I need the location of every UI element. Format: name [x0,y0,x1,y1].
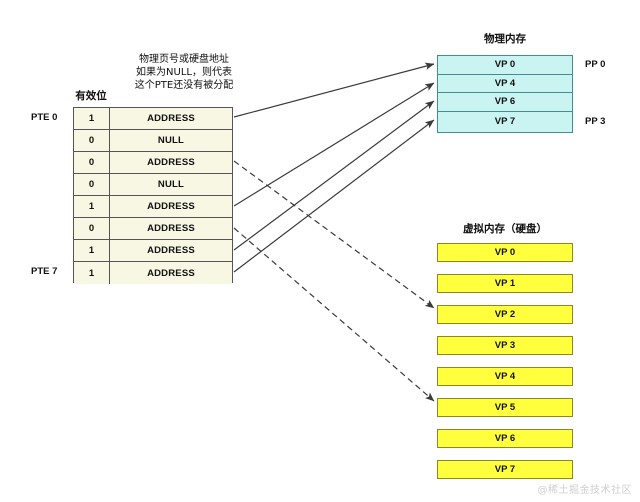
table-row[interactable]: 1 ADDRESS [74,196,232,218]
physical-frame[interactable]: VP 7 [494,115,516,127]
pte-valid-bit: 1 [74,262,110,284]
arrow-pte0-to-pp0 [233,62,435,118]
pte-address: ADDRESS [110,196,232,217]
table-row[interactable]: 0 NULL [74,174,232,196]
physical-frame[interactable]: VP 0 [438,56,572,75]
virtual-page[interactable]: VP 3 [437,336,573,355]
virtual-memory-title: 虚拟内存（硬盘） [463,223,547,235]
arrow-pte5-to-vp5 [233,227,435,402]
table-row[interactable]: 1 ADDRESS [74,262,232,284]
physical-frame[interactable]: VP 6 [438,93,572,112]
pte-address: ADDRESS [110,108,232,129]
virtual-page[interactable]: VP 4 [437,367,573,386]
table-row[interactable]: 1 ADDRESS [74,240,232,262]
pte-valid-bit: 1 [74,240,110,261]
arrow-pte7-to-pp3 [233,119,435,273]
table-row[interactable]: 0 ADDRESS [74,152,232,174]
physical-frame-last-label: PP 3 [585,116,606,127]
annotation-line-3: 这个PTE还没有被分配 [134,80,234,91]
pte-valid-bit: 1 [74,108,110,129]
pte-address: NULL [110,130,232,151]
pte-last-label: PTE 7 [31,266,58,277]
pte-valid-bit: 0 [74,152,110,173]
physical-frame[interactable]: VP 4 [438,75,572,94]
physical-memory-title: 物理内存 [484,33,526,45]
pte-valid-bit: 1 [74,196,110,217]
valid-bit-header: 有效位 [75,90,107,102]
virtual-page[interactable]: VP 1 [437,274,573,293]
pte-address: ADDRESS [110,262,232,284]
virtual-page[interactable]: VP 6 [437,429,573,448]
physical-frame-first-label: PP 0 [585,59,606,70]
table-row[interactable]: 0 NULL [74,130,232,152]
page-table: 1 ADDRESS 0 NULL 0 ADDRESS 0 NULL 1 ADDR… [73,107,233,284]
annotation-line-2: 如果为NULL，则代表 [136,67,232,78]
arrow-pte2-to-vp2 [233,160,435,309]
arrow-pte6-to-pp2 [233,100,435,251]
arrow-pte4-to-pp1 [233,82,435,207]
pte-address: ADDRESS [110,152,232,173]
table-row[interactable]: 1 ADDRESS [74,108,232,130]
virtual-page[interactable]: VP 7 [437,460,573,479]
virtual-page[interactable]: VP 5 [437,398,573,417]
virtual-page[interactable]: VP 0 [437,243,573,262]
watermark: @稀土掘金技术社区 [537,485,632,496]
pte-address: ADDRESS [110,218,232,239]
table-row[interactable]: 0 ADDRESS [74,218,232,240]
page-table-annotation: 物理页号或硬盘地址 如果为NULL，则代表 这个PTE还没有被分配 [104,53,264,92]
virtual-page[interactable]: VP 2 [437,305,573,324]
pte-valid-bit: 0 [74,218,110,239]
pte-address: ADDRESS [110,240,232,261]
pte-valid-bit: 0 [74,174,110,195]
pte-valid-bit: 0 [74,130,110,151]
annotation-line-1: 物理页号或硬盘地址 [139,54,229,65]
pte-first-label: PTE 0 [31,112,58,123]
pte-address: NULL [110,174,232,195]
physical-memory-block: VP 0 VP 4 VP 6 VP 7 [437,55,573,133]
